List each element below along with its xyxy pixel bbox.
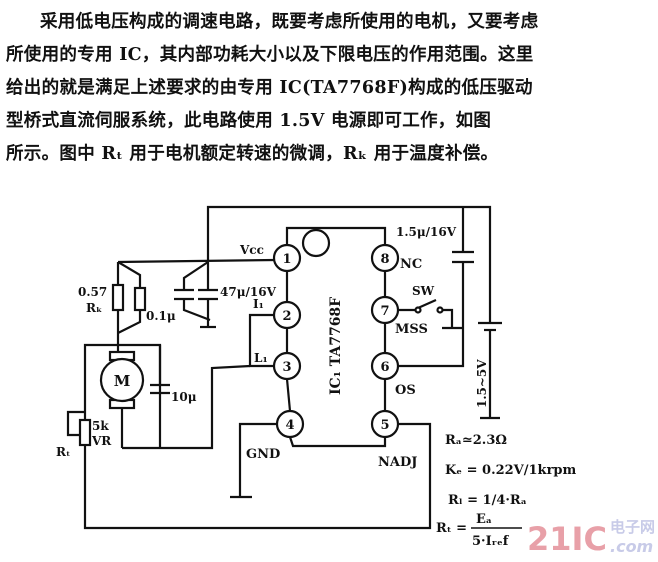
vr-potentiometer (78, 418, 92, 447)
text-line: 所使用的专用 IC，其内部功耗大小以及下限电压的作用范围。这里 (6, 45, 534, 65)
svg-text:L₁: L₁ (254, 351, 268, 365)
svg-text:Rₗ = 1/4·Rₐ: Rₗ = 1/4·Rₐ (448, 493, 527, 508)
svg-text:1.5~5V: 1.5~5V (475, 359, 489, 408)
svg-text:8: 8 (380, 252, 389, 267)
battery-symbol (478, 321, 502, 332)
text-line: 型桥式直流伺服系统，此电路使用 1.5V 电源即可工作，如图 (6, 111, 492, 131)
svg-text:MSS: MSS (395, 322, 428, 337)
svg-text:Eₐ: Eₐ (476, 512, 492, 527)
ic-label: IC₁ TA7768F (328, 297, 344, 395)
resistor (133, 286, 147, 312)
svg-text:Vcc: Vcc (239, 243, 264, 257)
svg-text:NC: NC (400, 257, 422, 272)
svg-text:21IC: 21IC (527, 520, 607, 558)
svg-text:Kₑ = 0.22V/1krpm: Kₑ = 0.22V/1krpm (445, 463, 577, 478)
svg-text:0.57: 0.57 (78, 285, 107, 299)
svg-text:NADJ: NADJ (378, 455, 417, 470)
svg-text:47μ/16V: 47μ/16V (220, 285, 277, 299)
svg-text:1.5μ/16V: 1.5μ/16V (396, 225, 457, 239)
labels: Vcc I₁ L₁ GND NADJ OS MSS SW NC 0.57 Rₖ … (56, 225, 577, 549)
rk-resistor (111, 283, 125, 312)
svg-text:GND: GND (246, 447, 280, 462)
svg-text:Rₖ: Rₖ (86, 301, 102, 315)
svg-text:OS: OS (395, 383, 416, 398)
svg-text:6: 6 (380, 360, 389, 375)
svg-text:Rₐ≃2.3Ω: Rₐ≃2.3Ω (445, 433, 507, 448)
svg-text:VR: VR (91, 434, 112, 448)
capacitor-symbols (150, 250, 474, 395)
motor: M (99, 350, 145, 410)
svg-text:2: 2 (282, 309, 291, 324)
svg-text:4: 4 (285, 418, 294, 433)
watermark-logo: 21IC 电子网 .com (527, 518, 655, 558)
svg-text:I₁: I₁ (253, 297, 264, 311)
svg-text:.com: .com (610, 537, 653, 556)
svg-text:5: 5 (380, 418, 389, 433)
ic-pins: 1 2 3 4 5 6 7 8 (272, 243, 400, 439)
wires (83, 205, 500, 530)
svg-text:Rₜ =: Rₜ = (436, 521, 467, 536)
svg-text:10μ: 10μ (171, 390, 197, 404)
svg-text:5·Iᵣₑf: 5·Iᵣₑf (472, 534, 510, 549)
text-line: 所示。图中 Rₜ 用于电机额定转速的微调，Rₖ 用于温度补偿。 (6, 144, 499, 164)
text-line: 采用低电压构成的调速电路，既要考虑所使用的电机，又要考虑 (40, 12, 539, 32)
svg-text:M: M (114, 372, 131, 390)
svg-text:7: 7 (380, 304, 389, 319)
svg-text:3: 3 (282, 360, 291, 375)
svg-text:电子网: 电子网 (610, 518, 655, 536)
text-line: 给出的就是满足上述要求的由专用 IC(TA7768F)构成的低压驱动 (6, 78, 533, 98)
svg-text:1: 1 (282, 252, 291, 267)
svg-text:SW: SW (412, 284, 435, 298)
svg-text:5k: 5k (92, 419, 109, 433)
ic-notch (301, 228, 331, 258)
svg-text:0.1μ: 0.1μ (146, 309, 176, 323)
svg-text:Rₜ: Rₜ (56, 445, 70, 459)
